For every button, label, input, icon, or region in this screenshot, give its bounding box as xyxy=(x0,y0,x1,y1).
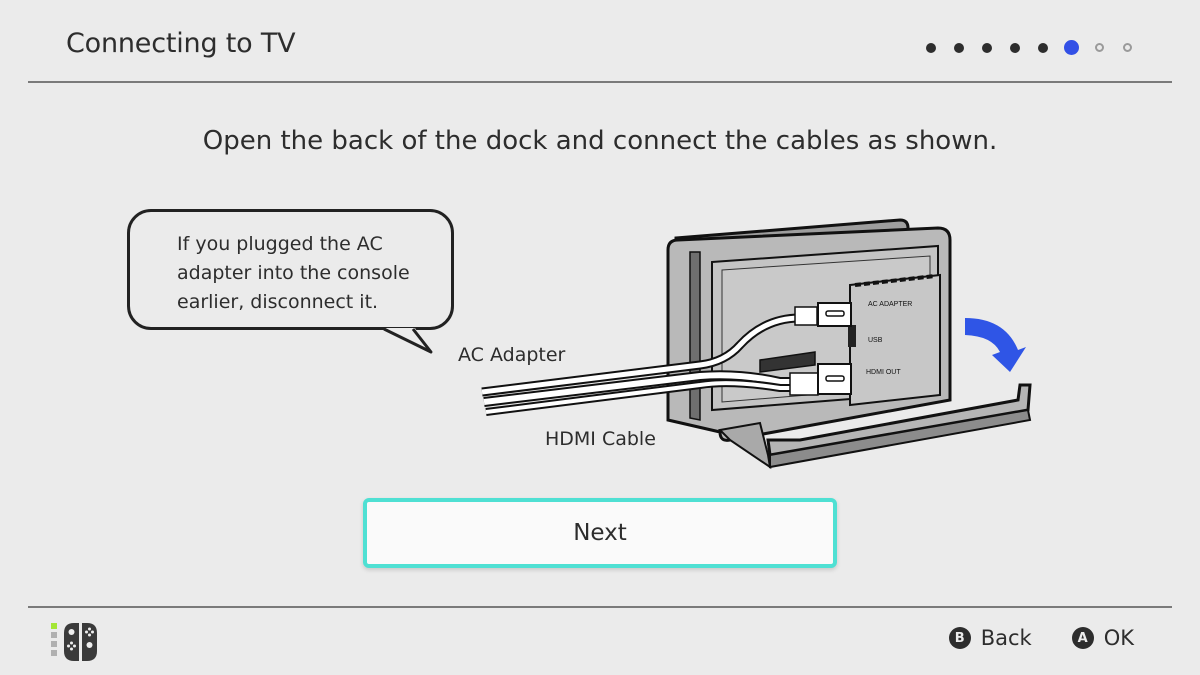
progress-dot-complete xyxy=(982,42,992,53)
footer-divider xyxy=(28,606,1172,608)
next-button[interactable]: Next xyxy=(363,498,837,568)
step-progress-indicator xyxy=(926,40,1151,55)
progress-dot-pending xyxy=(1123,43,1132,52)
port-label-usb: USB xyxy=(868,337,883,344)
port-label-hdmi-out: HDMI OUT xyxy=(866,369,901,376)
ok-action[interactable]: A OK xyxy=(1071,626,1134,650)
a-button-icon: A xyxy=(1071,627,1094,649)
ok-label: OK xyxy=(1103,626,1134,650)
instruction-text: Open the back of the dock and connect th… xyxy=(202,126,998,156)
header-divider xyxy=(28,81,1172,83)
note-speech-bubble: If you plugged the AC adapter into the c… xyxy=(127,209,454,330)
note-text: If you plugged the AC adapter into the c… xyxy=(177,233,410,313)
page-title: Connecting to TV xyxy=(66,28,296,59)
fold-down-arrow-icon xyxy=(965,318,1026,372)
hdmi-cable-label: HDMI Cable xyxy=(545,428,656,450)
progress-dot-complete xyxy=(926,42,936,53)
footer-actions: B Back A OK xyxy=(909,626,1134,650)
dock-illustration: AC ADAPTER USB HDMI OUT xyxy=(481,218,1032,470)
progress-dot-complete xyxy=(1038,42,1048,53)
progress-dot-current xyxy=(1064,40,1079,55)
port-label-ac-adapter: AC ADAPTER xyxy=(868,301,912,308)
b-button-icon: B xyxy=(948,627,971,649)
progress-dot-complete xyxy=(954,42,964,53)
back-action[interactable]: B Back xyxy=(948,626,1032,650)
joycon-pair-icon xyxy=(51,623,97,661)
ac-adapter-cable-label: AC Adapter xyxy=(458,344,566,366)
progress-dot-complete xyxy=(1010,42,1020,53)
progress-dot-pending xyxy=(1095,43,1104,52)
back-label: Back xyxy=(980,626,1032,650)
